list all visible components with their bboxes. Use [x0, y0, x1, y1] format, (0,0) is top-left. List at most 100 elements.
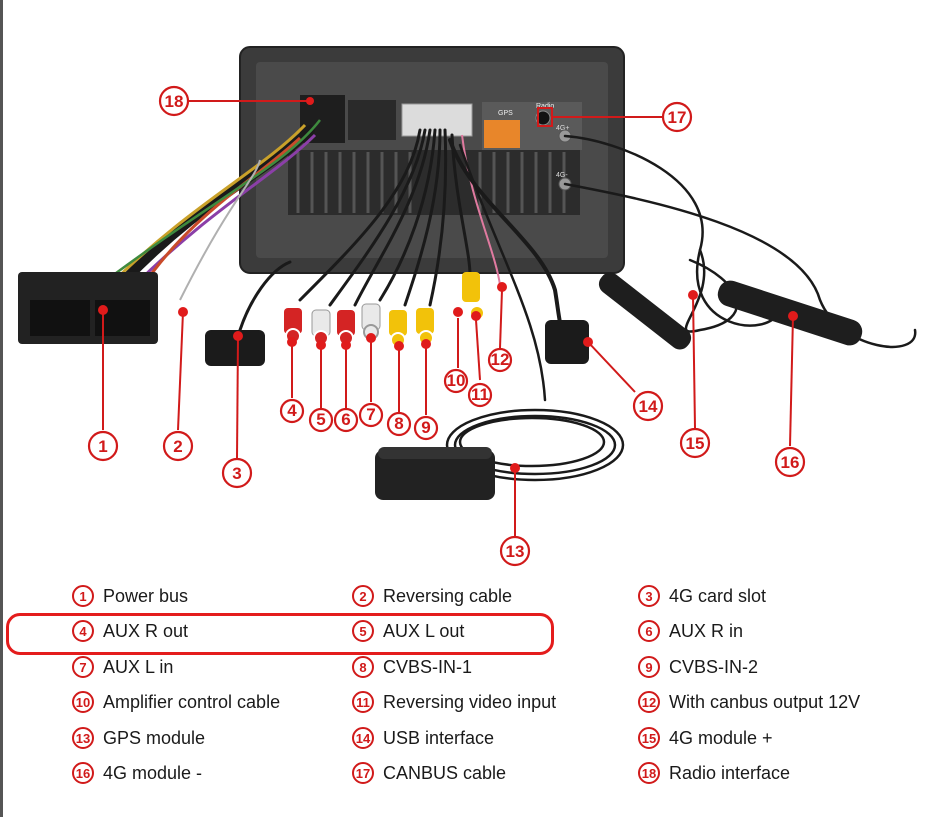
aux-connector-block	[401, 103, 473, 137]
legend-label: AUX L in	[103, 656, 174, 677]
legend-number: 15	[638, 727, 660, 749]
legend-label: Reversing cable	[383, 585, 513, 606]
legend-label: CVBS-IN-2	[669, 656, 759, 677]
connectors	[18, 272, 863, 500]
callout-1: 1	[87, 430, 119, 462]
marker-dots	[98, 97, 798, 473]
card-slot-module	[205, 330, 265, 366]
callout-number: 15	[686, 434, 705, 453]
legend-label: GPS module	[103, 727, 206, 748]
callout-10: 10	[443, 368, 469, 394]
legend-number: 10	[72, 691, 94, 713]
legend: 1 Power bus 2 Reversing cable 3 4G card …	[0, 575, 932, 805]
legend-label: 4G module +	[669, 727, 773, 748]
legend-row: 10 Amplifier control cable 11 Reversing …	[0, 686, 932, 718]
legend-label: Power bus	[103, 585, 189, 606]
callout-number: 12	[491, 350, 510, 369]
wiring-diagram: GPS Radio 4G+ 4G-	[18, 46, 917, 567]
callout-11: 11	[467, 382, 493, 408]
callout-circle	[632, 390, 664, 422]
legend-label: Reversing video input	[383, 691, 557, 712]
legend-item-aux-r-in: 6 AUX R in	[638, 615, 743, 647]
highlight-box	[6, 613, 554, 655]
callout-number: 4	[287, 401, 297, 420]
legend-number: 9	[638, 656, 660, 678]
callout-5: 5	[308, 407, 334, 433]
callout-number: 8	[394, 414, 403, 433]
legend-label: CANBUS cable	[383, 762, 507, 783]
callout-15: 15	[679, 427, 711, 459]
legend-item-power-bus: 1 Power bus	[72, 580, 188, 612]
legend-item-gps-module: 13 GPS module	[72, 722, 205, 754]
legend-item-cvbs-in-2: 9 CVBS-IN-2	[638, 651, 758, 683]
legend-item-canbus-cable: 17 CANBUS cable	[352, 757, 506, 789]
legend-label: AUX R out	[103, 620, 189, 641]
gps-puck	[375, 450, 495, 500]
legend-number: 7	[72, 656, 94, 678]
legend-number: 13	[72, 727, 94, 749]
callout-number: 13	[506, 542, 525, 561]
legend-item-cvbs-in-1: 8 CVBS-IN-1	[352, 651, 472, 683]
callout-number: 2	[173, 437, 182, 456]
legend-label: 4G card slot	[669, 585, 767, 606]
legend-row: 1 Power bus 2 Reversing cable 3 4G card …	[0, 580, 932, 612]
callout-number: 11	[471, 385, 489, 404]
legend-label: Amplifier control cable	[103, 691, 281, 712]
legend-number: 8	[352, 656, 374, 678]
leader-lines	[102, 100, 794, 536]
legend-number: 12	[638, 691, 660, 713]
gps-port-label: GPS	[498, 110, 513, 117]
legend-number: 18	[638, 762, 660, 784]
callout-number: 16	[781, 453, 800, 472]
legend-number: 11	[352, 691, 374, 713]
legend-number: 5	[352, 620, 374, 642]
callout-circle	[413, 415, 439, 441]
antenna-4g-plus	[598, 272, 692, 350]
port-4g-minus-label: 4G-	[556, 172, 568, 179]
legend-label: AUX L out	[383, 620, 465, 641]
callout-17: 17	[661, 101, 693, 133]
legend-item-reversing-video: 11 Reversing video input	[352, 686, 556, 718]
legend-row: 16 4G module - 17 CANBUS cable 18 Radio …	[0, 757, 932, 789]
callout-circle	[221, 457, 253, 489]
legend-item-4g-card-slot: 3 4G card slot	[638, 580, 766, 612]
legend-item-radio-interface: 18 Radio interface	[638, 757, 790, 789]
callout-13: 13	[499, 535, 531, 567]
legend-number: 6	[638, 620, 660, 642]
callout-circle	[386, 411, 412, 437]
port-4g-plus-label: 4G+	[556, 125, 569, 132]
callout-circle	[661, 101, 693, 133]
rca-plug-6	[337, 310, 355, 346]
callout-number: 10	[447, 371, 466, 390]
legend-label: 4G module -	[103, 762, 203, 783]
callout-number: 1	[98, 437, 107, 456]
legend-row: 4 AUX R out 5 AUX L out 6 AUX R in	[0, 615, 932, 647]
legend-label: AUX R in	[669, 620, 744, 641]
callout-circle	[162, 430, 194, 462]
callout-number: 17	[668, 108, 687, 127]
legend-number: 14	[352, 727, 374, 749]
legend-item-aux-l-in: 7 AUX L in	[72, 651, 173, 683]
callout-7: 7	[358, 402, 384, 428]
usb-plug	[545, 320, 589, 364]
callout-8: 8	[386, 411, 412, 437]
callout-3: 3	[221, 457, 253, 489]
legend-item-amplifier-control: 10 Amplifier control cable	[72, 686, 280, 718]
callout-circle	[308, 407, 334, 433]
legend-item-canbus-12v: 12 With canbus output 12V	[638, 686, 860, 718]
heatsink-fins	[288, 150, 580, 215]
rca-plug-9	[416, 308, 434, 346]
callout-number: 9	[421, 418, 430, 437]
legend-item-usb-interface: 14 USB interface	[352, 722, 494, 754]
legend-number: 3	[638, 585, 660, 607]
legend-row: 7 AUX L in 8 CVBS-IN-1 9 CVBS-IN-2	[0, 651, 932, 683]
legend-number: 1	[72, 585, 94, 607]
legend-number: 4	[72, 620, 94, 642]
legend-item-reversing-cable: 2 Reversing cable	[352, 580, 512, 612]
legend-item-4g-module-plus: 15 4G module +	[638, 722, 773, 754]
legend-label: CVBS-IN-1	[383, 656, 473, 677]
legend-item-aux-r-out: 4 AUX R out	[72, 615, 188, 647]
legend-item-4g-module-minus: 16 4G module -	[72, 757, 202, 789]
legend-number: 2	[352, 585, 374, 607]
callout-circle	[467, 382, 493, 408]
